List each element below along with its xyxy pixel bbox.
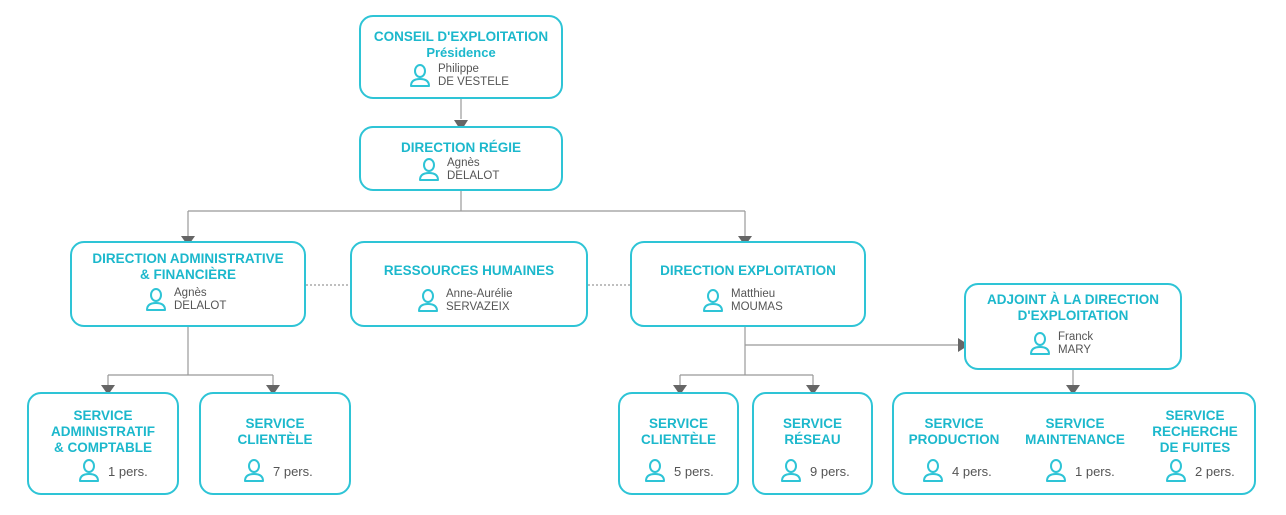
regie-first-name: Agnès <box>447 157 480 169</box>
exploitation-last-name: MOUMAS <box>731 301 783 313</box>
service-fuites-title: SERVICE RECHERCHE DE FUITES <box>1152 408 1238 455</box>
arrow-to-admin-comptable <box>101 385 115 395</box>
service-production: SERVICE PRODUCTION 4 pers. <box>894 394 1014 494</box>
arrow-to-production-group <box>1066 385 1080 395</box>
service-clientele-exploit-count: 5 pers. <box>674 463 714 479</box>
service-reseau-title: SERVICE RÉSEAU <box>782 416 843 447</box>
box-services-exploitation-group: SERVICE PRODUCTION 4 pers. SERVICE MAINT… <box>892 392 1256 495</box>
arrow-to-reseau <box>806 385 820 395</box>
conseil-subtitle: Présidence <box>426 45 496 60</box>
box-direction-administrative: DIRECTION ADMINISTRATIVE & FINANCIÈRE Ag… <box>70 241 306 327</box>
person-icon <box>244 459 264 482</box>
person-icon <box>146 288 166 311</box>
service-maintenance-count: 1 pers. <box>1075 463 1115 479</box>
service-production-staff: 4 pers. <box>922 459 992 483</box>
box-adjoint-direction: ADJOINT À LA DIRECTION D'EXPLOITATION Fr… <box>964 283 1182 370</box>
service-fuites-count: 2 pers. <box>1195 463 1235 479</box>
regie-last-name: DELALOT <box>447 170 500 182</box>
adjoint-last-name: MARY <box>1058 344 1092 356</box>
person-icon <box>923 459 943 482</box>
box-service-clientele-admin: SERVICE CLIENTÈLE 7 pers. <box>199 392 351 495</box>
person-icon <box>781 459 801 482</box>
admin-first-name: Agnès <box>174 287 207 299</box>
service-admin-comptable-title: SERVICE ADMINISTRATIF & COMPTABLE <box>51 408 155 455</box>
service-clientele-exploit-staff: 5 pers. <box>644 459 714 483</box>
rh-last-name: SERVAZEIX <box>446 301 510 313</box>
person-icon <box>703 289 723 312</box>
conseil-title: CONSEIL D'EXPLOITATION <box>373 29 549 44</box>
arrow-to-regie <box>454 120 468 131</box>
box-conseil-exploitation: CONSEIL D'EXPLOITATION Présidence Philip… <box>359 15 563 99</box>
service-clientele-admin-staff: 7 pers. <box>243 459 313 483</box>
service-recherche-fuites: SERVICE RECHERCHE DE FUITES 2 pers. <box>1136 394 1254 494</box>
person-icon <box>1030 332 1050 355</box>
rh-title: RESSOURCES HUMAINES <box>383 263 555 278</box>
rh-first-name: Anne-Aurélie <box>446 288 513 300</box>
person-icon <box>1166 459 1186 482</box>
arrow-to-clientele-exploit <box>673 385 687 395</box>
person-icon <box>419 158 439 181</box>
exploitation-title: DIRECTION EXPLOITATION <box>660 263 836 278</box>
service-clientele-admin-title: SERVICE CLIENTÈLE <box>237 416 313 447</box>
person-icon <box>418 289 438 312</box>
service-maintenance-title: SERVICE MAINTENANCE <box>1025 416 1125 447</box>
person-icon <box>79 459 99 482</box>
service-maintenance-staff: 1 pers. <box>1045 459 1115 483</box>
person-icon <box>645 459 665 482</box>
arrow-to-clientele-admin <box>266 385 280 395</box>
service-admin-comptable-staff: 1 pers. <box>78 459 148 483</box>
conseil-first-name: Philippe <box>438 63 479 75</box>
service-reseau-count: 9 pers. <box>810 463 850 479</box>
admin-last-name: DELALOT <box>174 300 227 312</box>
service-maintenance: SERVICE MAINTENANCE 1 pers. <box>1014 394 1136 494</box>
admin-title: DIRECTION ADMINISTRATIVE & FINANCIÈRE <box>92 251 284 282</box>
service-clientele-exploit-title: SERVICE CLIENTÈLE <box>640 416 716 447</box>
arrow-to-adjoint <box>958 338 969 352</box>
box-service-administratif-comptable: SERVICE ADMINISTRATIF & COMPTABLE 1 pers… <box>27 392 179 495</box>
service-production-title: SERVICE PRODUCTION <box>908 416 1000 447</box>
adjoint-first-name: Franck <box>1058 331 1094 343</box>
box-service-reseau: SERVICE RÉSEAU 9 pers. <box>752 392 873 495</box>
service-admin-comptable-count: 1 pers. <box>108 463 148 479</box>
box-service-clientele-exploitation: SERVICE CLIENTÈLE 5 pers. <box>618 392 739 495</box>
person-icon <box>1046 459 1066 482</box>
person-icon <box>410 64 430 87</box>
exploitation-first-name: Matthieu <box>731 288 776 300</box>
conseil-last-name: DE VESTELE <box>438 76 509 88</box>
adjoint-title: ADJOINT À LA DIRECTION D'EXPLOITATION <box>987 292 1159 323</box>
service-production-count: 4 pers. <box>952 463 992 479</box>
service-fuites-staff: 2 pers. <box>1165 459 1235 483</box>
service-clientele-admin-count: 7 pers. <box>273 463 313 479</box>
service-reseau-staff: 9 pers. <box>780 459 850 483</box>
regie-title: DIRECTION RÉGIE <box>400 140 521 155</box>
